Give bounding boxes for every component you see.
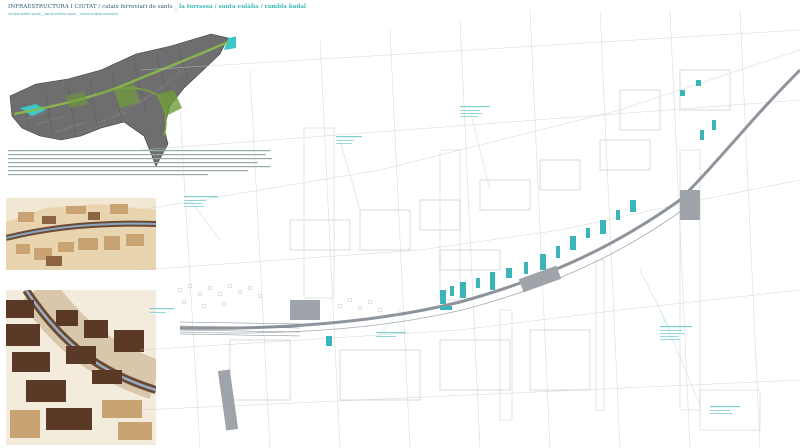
wooden-model-photo-top <box>6 198 156 270</box>
description-lines <box>8 150 272 176</box>
aerial-city-map <box>9 33 236 167</box>
header: INFRAESTRUCTURA I CIUTAT / calaix ferrov… <box>8 4 448 34</box>
description-block <box>8 150 278 182</box>
title-sections: la torrassa / santa eulàlia / rambla bad… <box>177 4 307 10</box>
title-paren: / calaix ferroviari de sants _ <box>96 4 178 10</box>
wooden-model-photo-bottom <box>6 290 156 445</box>
page-title: INFRAESTRUCTURA I CIUTAT / calaix ferrov… <box>8 4 448 11</box>
urban-site-plan <box>140 10 800 448</box>
title-main: INFRAESTRUCTURA I CIUTAT <box>8 4 97 10</box>
subtitle: rambla badal sants _ santa eulàlia sants… <box>8 12 119 16</box>
